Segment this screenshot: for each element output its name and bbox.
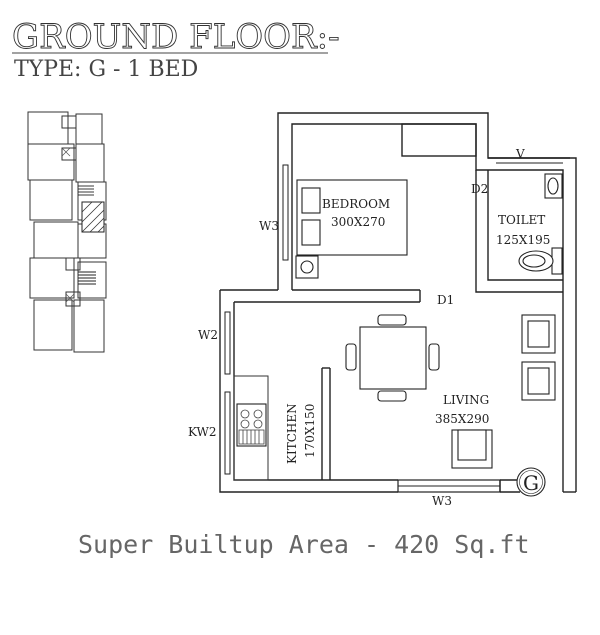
plan-walls xyxy=(219,112,577,493)
bedroom-size: 300X270 xyxy=(331,215,385,229)
page-title: GROUND FLOOR:- xyxy=(12,17,340,57)
toilet-fixtures xyxy=(518,173,563,275)
kitchen-name: KITCHEN xyxy=(285,403,299,464)
window-w2-label: W2 xyxy=(198,328,218,342)
living-size: 385X290 xyxy=(435,412,489,426)
toilet-size: 125X195 xyxy=(496,233,550,247)
window-w3-living-label: W3 xyxy=(432,494,452,508)
window-w3-bedroom-label: W3 xyxy=(259,219,279,233)
kitchen-size: 170X150 xyxy=(303,404,317,458)
unit-marker: G xyxy=(516,467,546,497)
unit-marker-letter: G xyxy=(523,471,539,495)
door-d2-label: D2 xyxy=(471,182,488,196)
door-d1-label: D1 xyxy=(437,293,454,307)
bedroom-name: BEDROOM xyxy=(322,197,390,211)
toilet-name: TOILET xyxy=(498,213,545,227)
super-builtup-area: Super Builtup Area - 420 Sq.ft xyxy=(78,530,530,559)
page-subtitle: TYPE: G - 1 BED xyxy=(14,57,198,82)
living-chairs xyxy=(451,314,556,469)
window-kw2-label: KW2 xyxy=(188,425,217,439)
dining-table xyxy=(345,314,440,402)
kitchen-platform xyxy=(233,375,269,481)
key-plan xyxy=(27,111,107,353)
living-name: LIVING xyxy=(443,393,489,407)
bed xyxy=(295,179,408,279)
ventilator-label: V xyxy=(515,147,525,161)
